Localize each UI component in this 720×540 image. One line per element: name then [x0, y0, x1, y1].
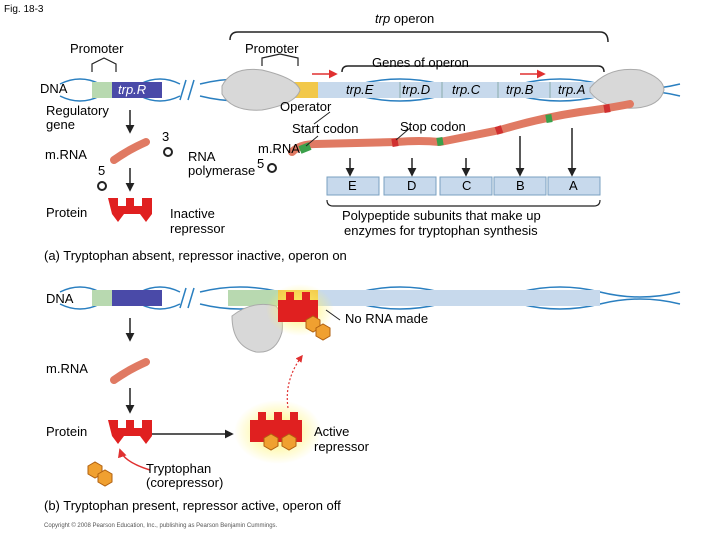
gene-label-trpE: trp.E	[346, 82, 374, 97]
repressor-on-operator	[278, 292, 318, 322]
inactive-repressor-label-2: repressor	[170, 221, 225, 236]
promoter-left-bracket	[91, 57, 117, 72]
promoter-right-bracket	[261, 53, 299, 66]
no-rna-made-label: No RNA made	[345, 311, 429, 326]
tryptophan-5-mid	[267, 163, 277, 173]
mrna-regulatory-bottom	[110, 358, 150, 384]
operon-bracket	[229, 31, 609, 43]
caption-a: (a) Tryptophan absent, repressor inactiv…	[44, 248, 347, 263]
subunit-C: C	[462, 178, 472, 193]
polypeptide-label-2: enzymes for tryptophan synthesis	[344, 223, 538, 238]
gene-label-trpB: trp.B	[506, 82, 534, 97]
operator-label: Operator	[280, 99, 332, 114]
subunit-E: E	[348, 178, 357, 193]
tryptophan-3	[163, 147, 173, 157]
dna-label-top: DNA	[40, 81, 68, 96]
promoter-left-label: Promoter	[70, 41, 124, 56]
repressor-inactive-bottom	[108, 420, 152, 444]
protein-label-top: Protein	[46, 205, 88, 220]
three-prime-label: 3	[162, 129, 170, 144]
tryptophan-arrow	[118, 448, 151, 471]
caption-b: (b) Tryptophan present, repressor active…	[44, 498, 341, 513]
genes-bracket	[341, 65, 605, 73]
operator-leader	[313, 111, 331, 125]
polypeptide-label-1: Polypeptide subunits that make up	[342, 208, 541, 223]
mrna-label-top: m.RNA	[45, 147, 87, 162]
mrna-label-bottom: m.RNA	[46, 361, 88, 376]
subunit-D: D	[407, 178, 417, 193]
operon-genes-dna	[318, 82, 600, 98]
active-repressor-label-2: repressor	[314, 439, 369, 454]
inactive-repressor-label-1: Inactive	[170, 206, 215, 221]
mrna-mid-label: m.RNA	[258, 141, 300, 156]
mrna-regulatory-top	[110, 138, 150, 164]
active-repressor-label-1: Active	[314, 424, 350, 439]
gene-label-trpA: trp.A	[558, 82, 586, 97]
tryptophan-free-2	[97, 469, 113, 487]
five-prime-left-label: 5	[98, 163, 106, 178]
stop-codon-leader	[395, 127, 411, 141]
repressor-to-operator-arrow	[286, 354, 303, 409]
operon-title-italic: trp	[375, 11, 391, 26]
tryptophan-bound-2	[315, 323, 331, 341]
figure-label: Fig. 18-3	[4, 4, 44, 15]
no-rna-leader	[325, 309, 341, 321]
dna-bottom	[59, 286, 681, 310]
subunit-D-box	[383, 176, 437, 196]
rna-polymerase-label-1: RNA	[188, 149, 216, 164]
promoter-right-label: Promoter	[245, 41, 299, 56]
copyright-line: Copyright © 2008 Pearson Education, Inc.…	[44, 523, 278, 529]
subunit-B-box	[493, 176, 547, 196]
start-codon-leader	[305, 135, 319, 147]
subunit-A: A	[569, 178, 578, 193]
five-prime-mid-label: 5	[257, 156, 265, 171]
rna-polymerase-left	[221, 68, 301, 111]
inactive-repressor-shape	[108, 198, 152, 222]
stop-codon-label: Stop codon	[400, 119, 466, 134]
operon-title-rest: operon	[390, 11, 435, 26]
start-codon-label: Start codon	[292, 121, 359, 136]
tryptophan-label-1: Tryptophan	[146, 461, 212, 476]
subunit-B: B	[516, 178, 525, 193]
polypeptide-bracket	[326, 199, 601, 207]
promoter-left	[92, 82, 112, 98]
tryptophan-label-2: (corepressor)	[146, 475, 224, 490]
regulatory-gene-label-2: gene	[46, 117, 75, 132]
rna-polymerase-label-2: polymerase	[188, 163, 256, 178]
regulatory-gene-label-1: Regulatory	[46, 103, 109, 118]
protein-label-bottom: Protein	[46, 424, 88, 439]
tryptophan-5-left	[97, 181, 107, 191]
trpR-label: trp.R	[118, 82, 147, 97]
genes-of-operon-label: Genes of operon	[372, 55, 469, 70]
trpR-gene	[112, 82, 162, 98]
gene-label-trpD: trp.D	[402, 82, 431, 97]
gene-label-trpC: trp.C	[452, 82, 481, 97]
operon-title: trp operon	[375, 12, 434, 26]
subunit-E-box	[326, 176, 380, 196]
subunit-A-box	[547, 176, 601, 196]
subunit-C-box	[439, 176, 493, 196]
dna-label-bottom: DNA	[46, 291, 74, 306]
